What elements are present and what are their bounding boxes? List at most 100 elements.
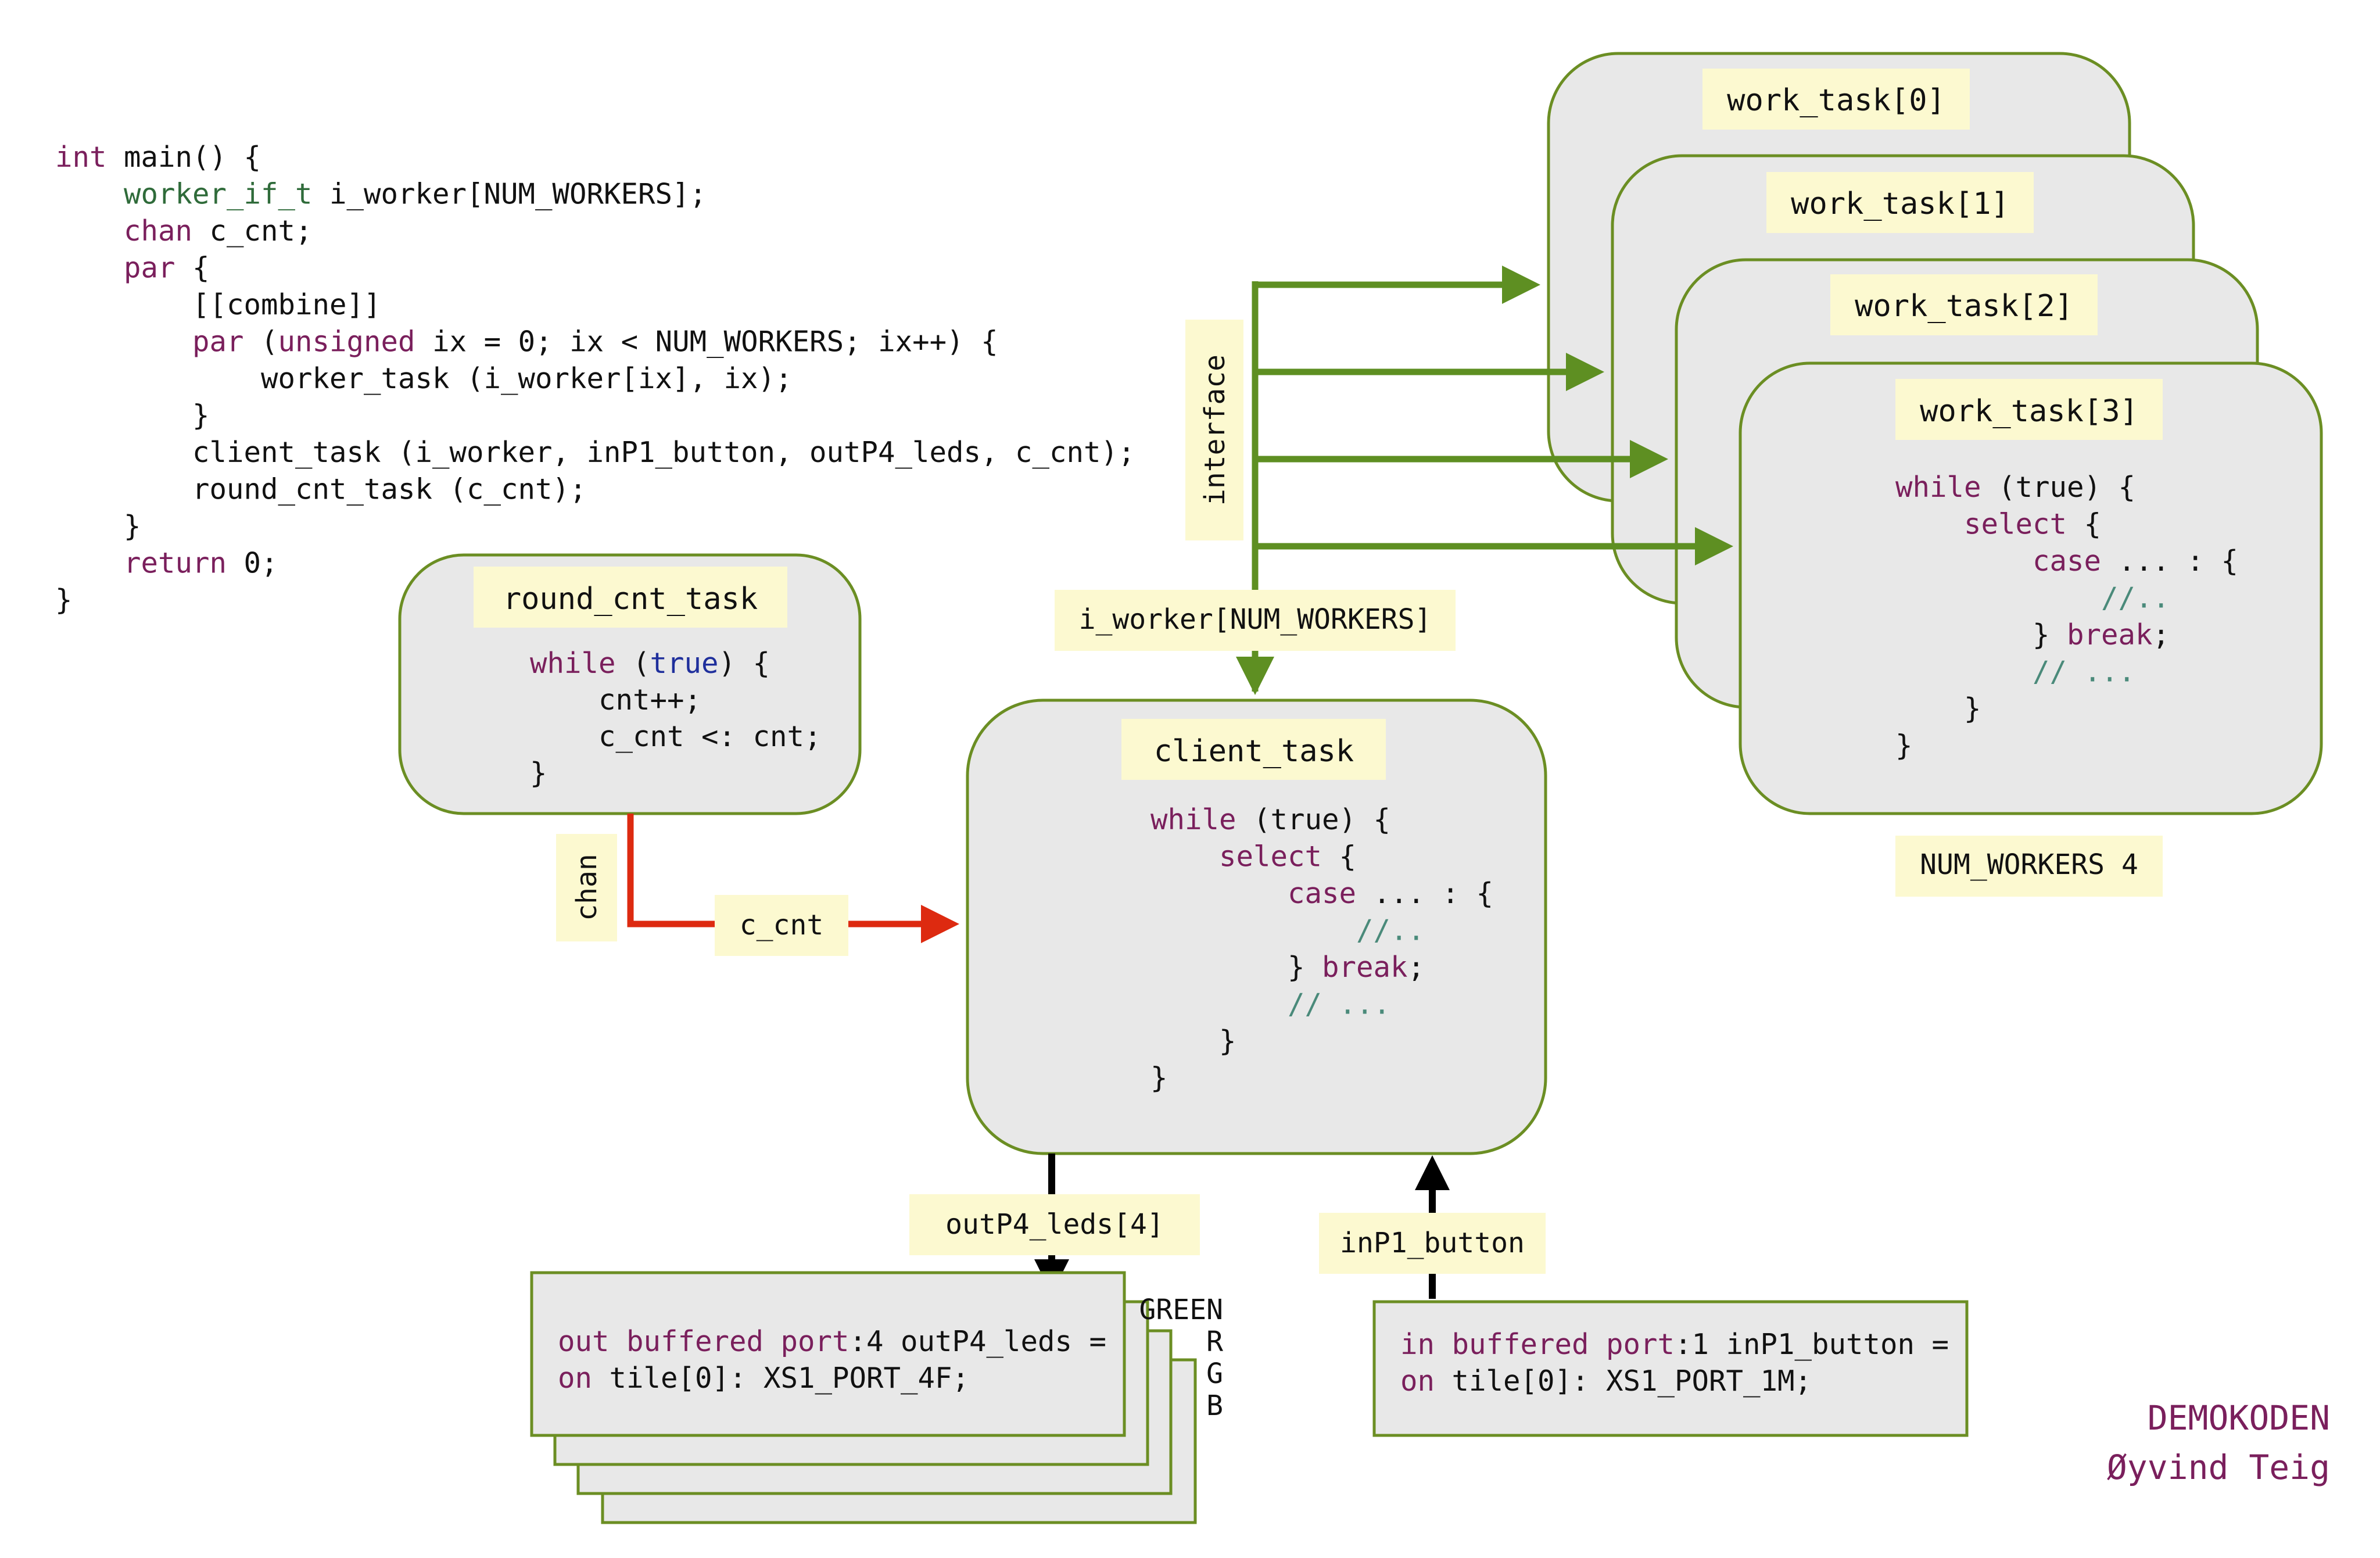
code-token: } bbox=[55, 583, 73, 617]
signature-line-2: Øyvind Teig bbox=[2107, 1448, 2330, 1487]
code-token: c_cnt; bbox=[192, 214, 313, 248]
code-token: c_cnt <: cnt; bbox=[530, 720, 822, 753]
code-token: { bbox=[175, 252, 210, 285]
code-token: ix = 0; ix < NUM_WORKERS; ix++) { bbox=[415, 325, 998, 359]
code-token: ( bbox=[244, 325, 278, 359]
code-token: //.. bbox=[2101, 582, 2170, 615]
out-port-code: out buffered port:4 outP4_leds = on tile[… bbox=[558, 1325, 1106, 1395]
code-token bbox=[1150, 877, 1288, 910]
led-color-labels: GREEN R G B bbox=[1139, 1294, 1224, 1422]
code-token: ... : { bbox=[1356, 877, 1493, 910]
code-token: // ... bbox=[1288, 988, 1390, 1021]
code-token: tile[0]: XS1_PORT_4F; bbox=[592, 1362, 969, 1395]
code-token: } bbox=[1150, 1062, 1168, 1095]
code-token: ( bbox=[616, 647, 650, 680]
code-token: while bbox=[1150, 803, 1236, 836]
round-cnt-code-text: while (true) { cnt++; c_cnt <: cnt;} bbox=[530, 647, 822, 790]
code-token: :1 inP1_button = bbox=[1675, 1328, 1949, 1361]
code-token: case bbox=[2033, 545, 2101, 578]
code-token: out buffered port bbox=[558, 1325, 850, 1358]
code-token: // ... bbox=[2033, 656, 2135, 689]
code-token: true bbox=[650, 647, 719, 680]
code-token: ; bbox=[2153, 618, 2170, 651]
worker-box-3: work_task[3] while (true) { select { cas… bbox=[1739, 361, 2323, 815]
code-token: select bbox=[1219, 840, 1322, 873]
out-port-stack: out buffered port:4 outP4_leds = on tile[… bbox=[530, 1271, 1197, 1524]
code-token: worker_if_t bbox=[124, 178, 313, 211]
code-token bbox=[55, 325, 192, 359]
code-token: chan bbox=[124, 214, 192, 248]
client-task-box: client_task while (true) { select { case… bbox=[966, 699, 1547, 1155]
led-color-r: R bbox=[1206, 1326, 1223, 1358]
code-token bbox=[55, 547, 124, 580]
interface-arrows bbox=[1252, 266, 1733, 692]
signature: DEMOKODEN Øyvind Teig bbox=[2107, 1398, 2330, 1487]
code-token: round_cnt_task (c_cnt); bbox=[55, 473, 587, 506]
in-port-code: in buffered port:1 inP1_button =on tile[… bbox=[1400, 1328, 1949, 1398]
code-token: } bbox=[55, 510, 141, 543]
code-token: i_worker[NUM_WORKERS]; bbox=[313, 178, 707, 211]
code-token: par bbox=[192, 325, 244, 359]
worker-title-label-0 bbox=[1702, 69, 1970, 130]
round-cnt-title-label bbox=[474, 567, 787, 628]
code-token bbox=[1895, 582, 2101, 615]
code-token: [[combine]] bbox=[55, 288, 381, 321]
code-token: ... : { bbox=[2101, 545, 2238, 578]
round-cnt-task-box: round_cnt_task while (true) { cnt++; c_c… bbox=[398, 553, 862, 815]
code-token: on bbox=[558, 1362, 592, 1395]
code-token: case bbox=[1288, 877, 1356, 910]
code-token: (true) { bbox=[1981, 471, 2136, 504]
worker-title-0: work_task[0] bbox=[1727, 83, 1945, 118]
c-cnt-label: c_cnt bbox=[715, 895, 848, 956]
out-leds-label: outP4_leds[4] bbox=[909, 1194, 1200, 1255]
client-code-text: while (true) { select { case ... : { //.… bbox=[1150, 803, 1493, 1095]
code-token bbox=[1150, 988, 1288, 1021]
worker-title-1: work_task[1] bbox=[1791, 187, 2009, 221]
led-color-b: B bbox=[1206, 1389, 1223, 1422]
code-token: ; bbox=[1408, 951, 1425, 984]
code-token: int bbox=[55, 141, 107, 174]
worker-title-label-2 bbox=[1830, 274, 2098, 335]
in-button-label: inP1_button bbox=[1319, 1213, 1546, 1274]
worker-title-3: work_task[3] bbox=[1920, 394, 2138, 429]
signature-line-1: DEMOKODEN bbox=[2148, 1398, 2330, 1438]
worker-title-label-3 bbox=[1895, 379, 2163, 440]
chan-text: chan bbox=[571, 854, 603, 921]
code-token: } bbox=[1150, 1025, 1236, 1058]
code-token: } bbox=[1895, 729, 1913, 762]
chan-label: chan bbox=[556, 834, 617, 941]
code-token: break bbox=[2067, 618, 2153, 651]
code-token: client_task (i_worker, inP1_button, outP… bbox=[55, 436, 1135, 469]
code-token: :4 outP4_leds = bbox=[850, 1325, 1107, 1358]
code-token: } bbox=[1150, 951, 1322, 984]
num-workers-text: NUM_WORKERS 4 bbox=[1920, 848, 2138, 881]
code-token: unsigned bbox=[278, 325, 415, 359]
code-token: cnt++; bbox=[530, 683, 701, 717]
code-token: } bbox=[530, 757, 547, 790]
client-title: client_task bbox=[1154, 734, 1354, 769]
code-token bbox=[1895, 656, 2033, 689]
code-token: break bbox=[1322, 951, 1408, 984]
client-title-label bbox=[1121, 719, 1386, 780]
code-token bbox=[1895, 508, 1964, 541]
code-token: { bbox=[1322, 840, 1356, 873]
code-token: { bbox=[2067, 508, 2101, 541]
num-workers-label: NUM_WORKERS 4 bbox=[1895, 836, 2163, 897]
code-token: while bbox=[1895, 471, 1981, 504]
code-token bbox=[55, 178, 124, 211]
code-token bbox=[1150, 914, 1356, 947]
code-token: } bbox=[1895, 692, 1981, 725]
code-token: main() { bbox=[107, 141, 261, 174]
code-token: return bbox=[124, 547, 227, 580]
code-token: (true) { bbox=[1236, 803, 1391, 836]
code-token: select bbox=[1964, 508, 2067, 541]
code-token: in buffered port bbox=[1400, 1328, 1675, 1361]
out-port-box bbox=[530, 1271, 1126, 1437]
code-token: //.. bbox=[1356, 914, 1425, 947]
code-token: } bbox=[1895, 618, 2067, 651]
main-code-text: int main() { worker_if_t i_worker[NUM_WO… bbox=[55, 141, 1135, 617]
code-token bbox=[1895, 545, 2033, 578]
code-token: while bbox=[530, 647, 616, 680]
round-cnt-title: round_cnt_task bbox=[503, 582, 758, 617]
